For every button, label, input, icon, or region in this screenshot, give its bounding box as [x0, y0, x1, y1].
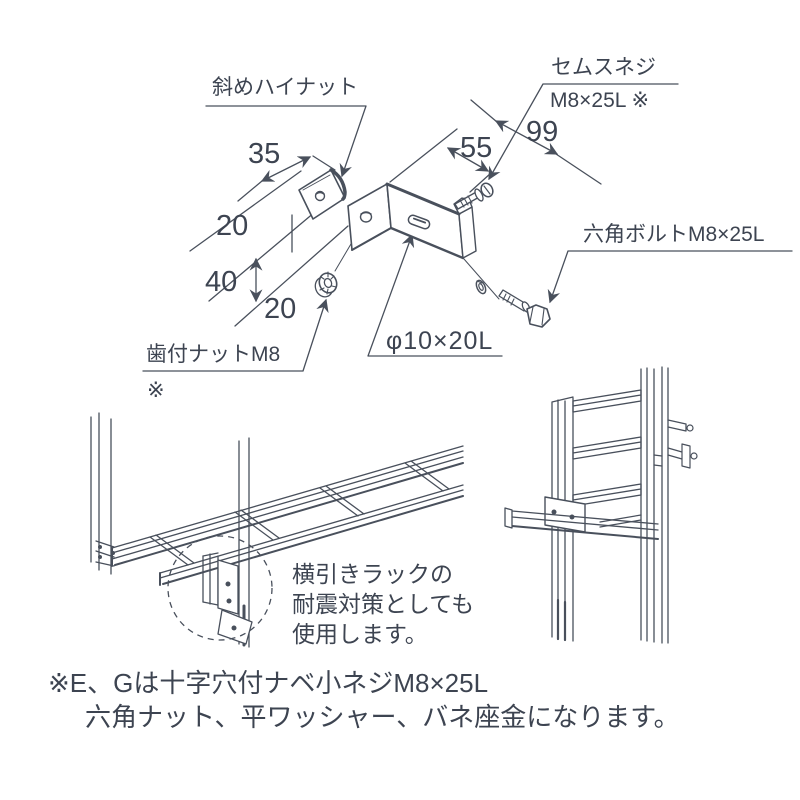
- dim-bottom-offset: 20: [264, 293, 297, 325]
- label-hex-bolt: 六角ボルトM8×25L: [583, 223, 765, 246]
- bracket: [347, 182, 477, 260]
- label-sems-screw-line2: M8×25L ※: [550, 89, 650, 112]
- label-sems-screw-line1: セムスネジ: [551, 56, 656, 79]
- hex-bolt-part: [498, 289, 551, 328]
- vertical-rack-drawing: [504, 366, 698, 644]
- dim-overall-width: 99: [526, 116, 559, 148]
- label-slot-size: φ10×20L: [386, 327, 494, 355]
- horizontal-rack-caption: 横引きラックの 耐震対策としても 使用します。: [292, 561, 475, 647]
- rail-hardware: [667, 419, 698, 469]
- dim-middle-height: 40: [205, 266, 238, 298]
- dim-top-offset: 20: [216, 210, 249, 242]
- toothed-nut-part: [314, 271, 338, 298]
- leader-lines: [142, 83, 793, 372]
- exploded-assembly-drawing: [142, 83, 793, 372]
- label-toothed-nut: 歯付ナットM8: [146, 343, 281, 366]
- clamped-channel: [504, 496, 659, 540]
- dim-plate-width: 35: [248, 138, 281, 170]
- label-toothed-nut-ref-mark: ※: [147, 379, 165, 402]
- dim-flange-width: 55: [460, 132, 493, 164]
- footnote-line1: ※E、Gは十字穴付ナベ小ネジM8×25L: [48, 668, 489, 698]
- dimension-lines: [249, 120, 559, 303]
- detail-highlight-circle: [167, 535, 273, 641]
- label-diagonal-hi-nut: 斜めハイナット: [212, 76, 359, 99]
- sems-screw-part: [454, 182, 494, 210]
- footnote-line2: 六角ナット、平ワッシャー、バネ座金になります。: [85, 702, 680, 732]
- diagonal-hi-nut-plate: [298, 168, 347, 220]
- spring-washer-part: [475, 279, 487, 295]
- anti-seismic-bracket: [202, 552, 253, 645]
- horizontal-rack-drawing: [90, 412, 464, 648]
- extension-lines: [189, 99, 602, 327]
- rack-tray: [111, 445, 464, 586]
